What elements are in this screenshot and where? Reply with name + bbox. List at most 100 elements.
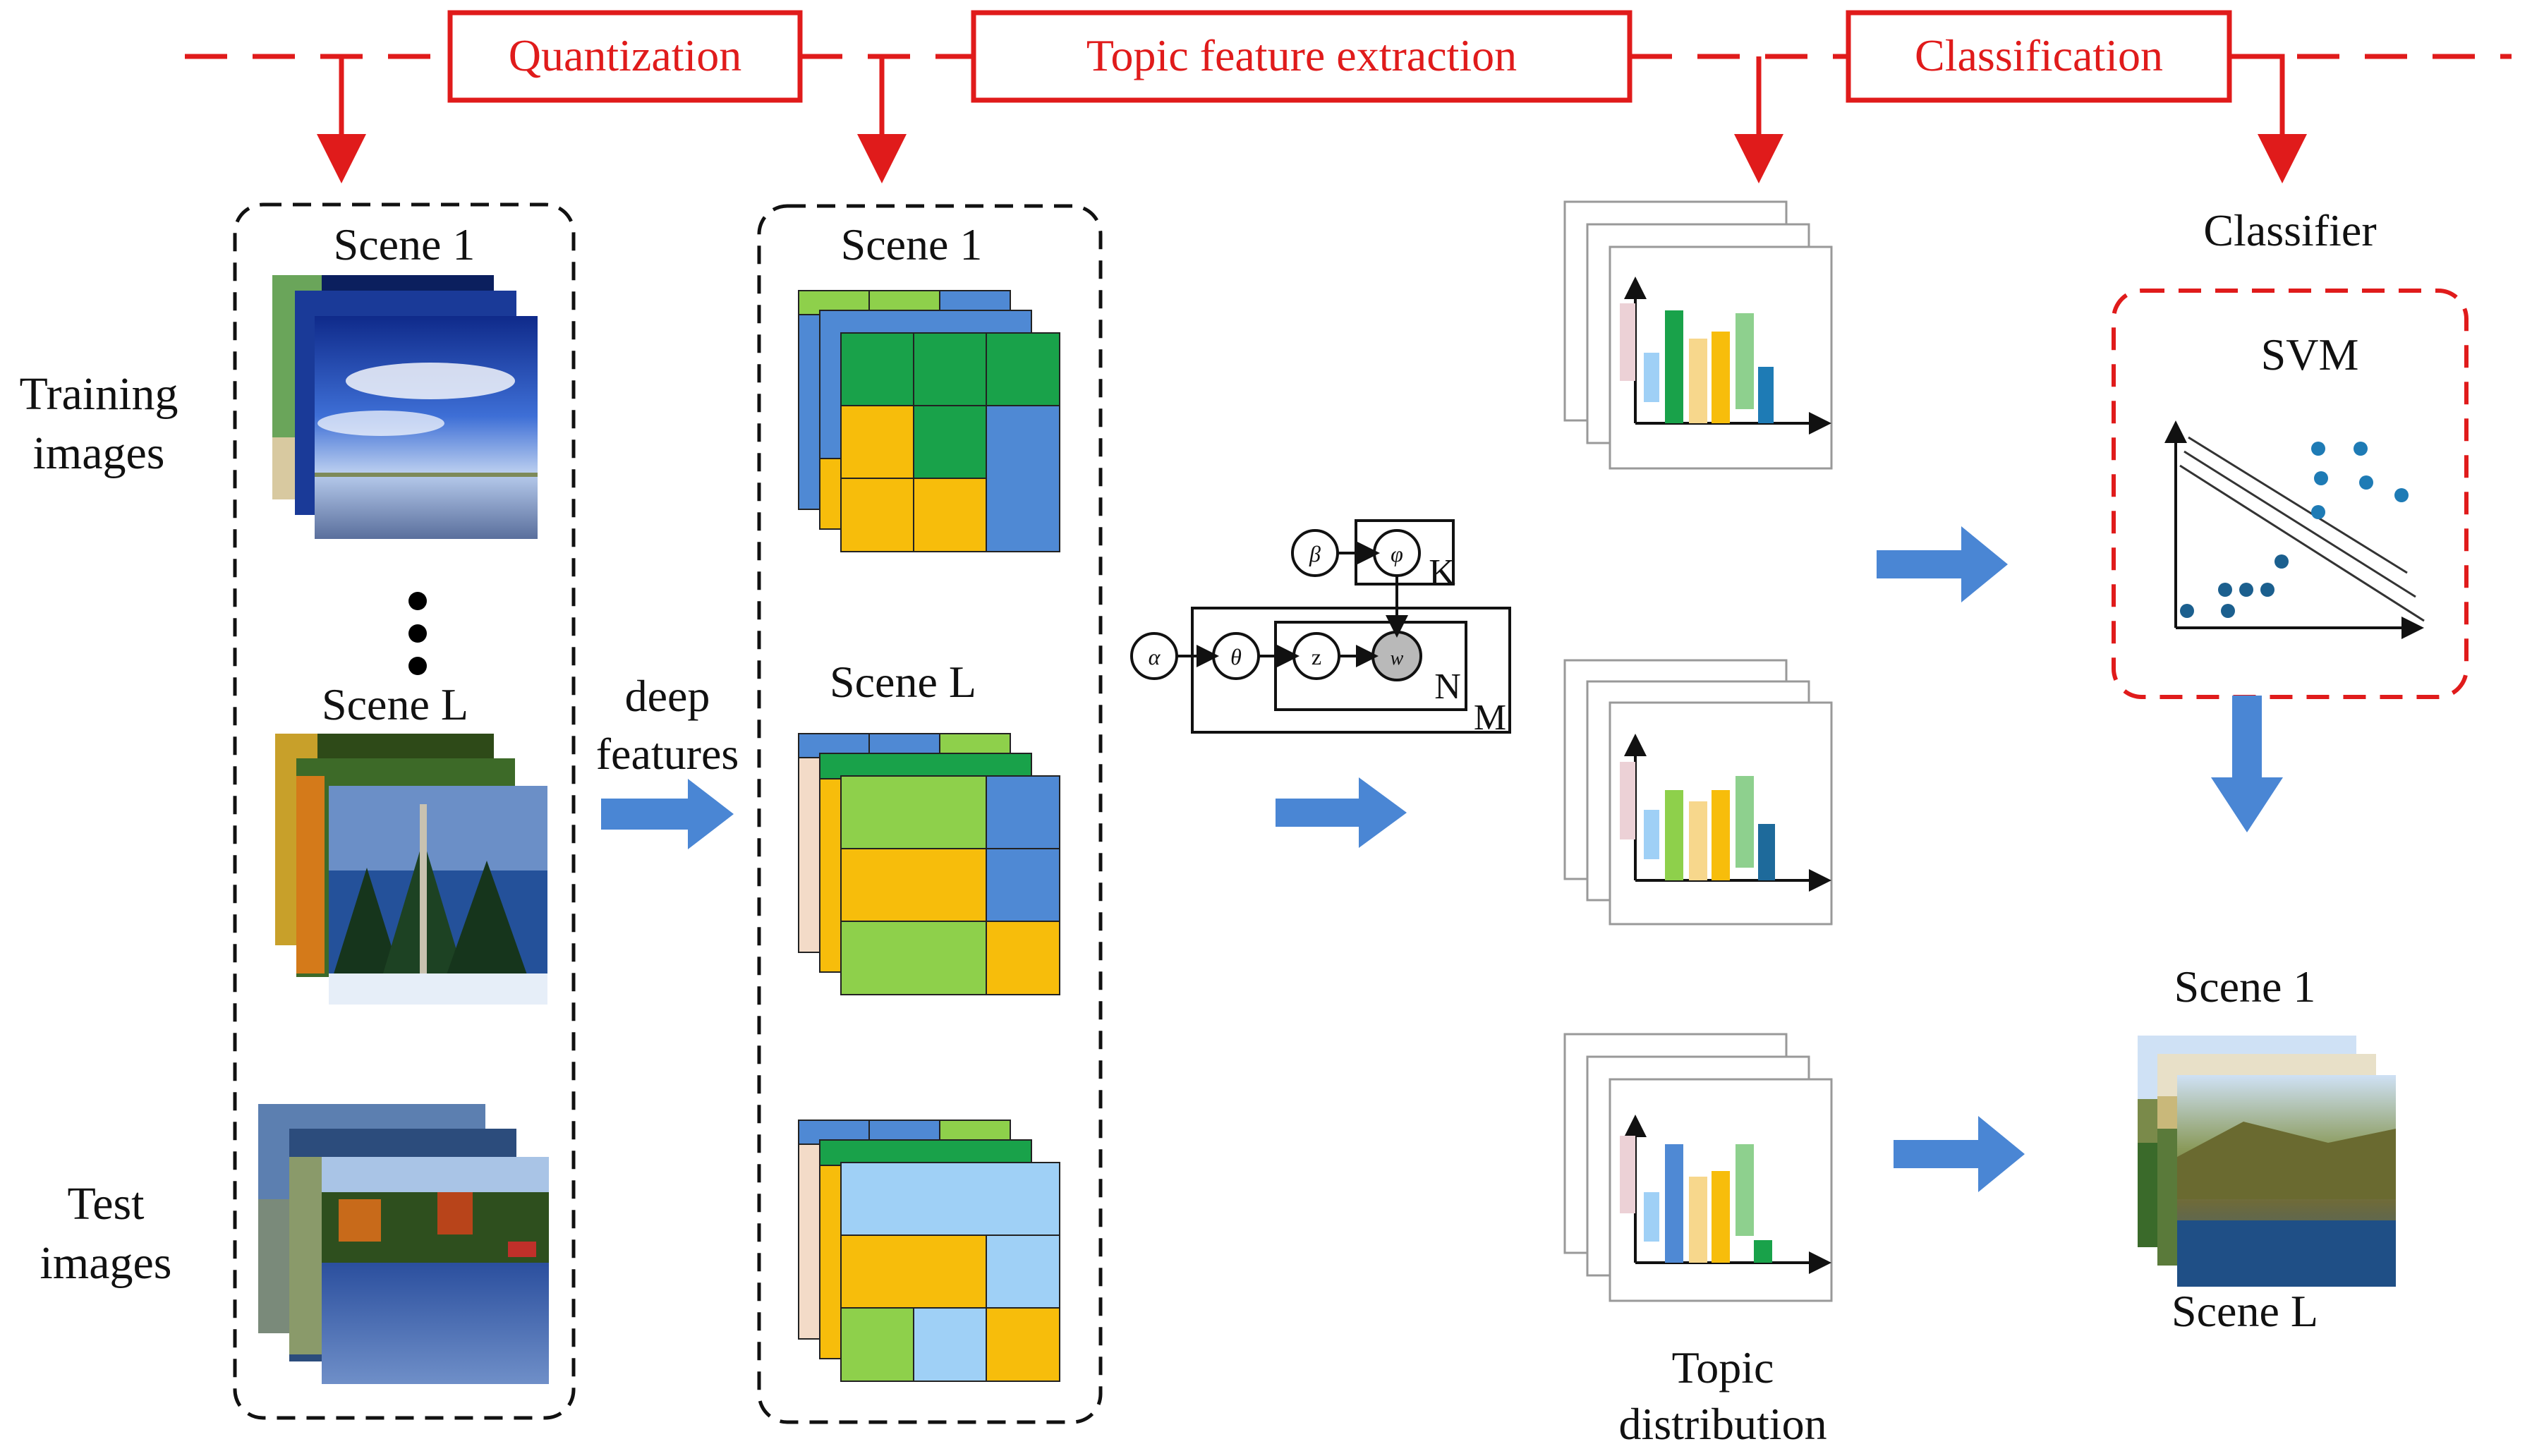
topic-bar: [1758, 367, 1774, 423]
svm-point: [2218, 583, 2232, 597]
margin-line: [2188, 436, 2408, 574]
grid-cell: [840, 775, 987, 849]
feature-grid-scene-1: [798, 290, 1060, 552]
training-label-line1: Training: [20, 368, 178, 420]
svm-point: [2274, 554, 2289, 569]
quantization-label: Quantization: [509, 30, 742, 80]
topic-bar: [1665, 790, 1683, 880]
topic-bar: [1689, 339, 1707, 423]
photo-horizon: [315, 473, 538, 477]
grid-cell: [986, 1234, 1060, 1309]
blue-arrow-right: [1276, 777, 1407, 848]
plate-k-label: K: [1429, 552, 1455, 593]
blue-arrow-right: [1894, 1116, 2025, 1192]
output-image-stack: [2138, 1036, 2396, 1287]
topic-bar: [1754, 1240, 1772, 1263]
grid-cell: [913, 332, 987, 406]
grid-back-cell: [798, 314, 820, 510]
topic-bar: [1689, 1177, 1707, 1263]
ellipsis-dot: [408, 592, 427, 610]
classification-box: [1846, 10, 2232, 103]
grid-cell: [840, 1234, 987, 1309]
feature-scene-1-label: Scene 1: [841, 219, 983, 269]
photo-tree: [444, 861, 529, 981]
output-scene-l-label: Scene L: [2171, 1286, 2318, 1336]
svm-label: SVM: [2261, 329, 2359, 380]
training-label-line2: images: [33, 427, 165, 479]
test-label-line1: Test: [67, 1178, 144, 1230]
topic-chart-3: [1563, 1033, 1833, 1302]
grid-cell: [986, 1307, 1060, 1382]
svm-point: [2354, 442, 2368, 456]
grid-middle-cell: [819, 753, 1032, 779]
grid-cell: [986, 332, 1060, 406]
topic-bar: [1712, 790, 1730, 880]
scene-l-image-stack: [275, 734, 547, 1005]
decision-boundary: [2183, 450, 2416, 598]
svm-point: [2260, 583, 2274, 597]
topic-bar: [1736, 776, 1754, 868]
lda-labels: α θ z w β φ K N M: [1149, 541, 1507, 738]
grid-cell: [986, 848, 1060, 922]
topic-bar: [1736, 313, 1754, 409]
deep-features-line2: features: [596, 729, 739, 779]
topic-chart-1: [1563, 200, 1833, 470]
svm-points-class-b: [2180, 554, 2289, 618]
grid-cell: [986, 405, 1060, 552]
grid-cell: [913, 478, 987, 552]
grid-middle-cell: [819, 1139, 1032, 1166]
image-scene-l-label: Scene L: [322, 679, 468, 729]
ellipsis-dot: [408, 657, 427, 675]
ghost-bar: [1620, 1136, 1635, 1213]
photo-water: [322, 1263, 549, 1384]
quantization-box: [447, 10, 803, 103]
z-symbol: z: [1312, 644, 1321, 669]
topic-label-line2: distribution: [1618, 1399, 1827, 1449]
grid-cell: [840, 848, 987, 922]
ghost-bar: [1620, 762, 1635, 839]
feature-grid-test: [798, 1120, 1060, 1382]
feature-grid-scene-l: [798, 733, 1060, 995]
topic-bar: [1758, 824, 1775, 880]
alpha-symbol: α: [1149, 644, 1161, 669]
grid-cell: [986, 775, 1060, 849]
blue-arrow-down: [2211, 696, 2283, 832]
svm-point: [2359, 475, 2373, 490]
plate-n-label: N: [1434, 667, 1461, 707]
topic-bar: [1712, 332, 1730, 423]
svm-points-class-a: [2311, 442, 2409, 519]
topic-extraction-box: [971, 10, 1633, 103]
feature-dashed-box: [757, 204, 1103, 1424]
svm-box: SVM: [2112, 289, 2469, 699]
svm-point: [2311, 505, 2325, 519]
feature-column: Scene 1 Scene L: [757, 204, 1103, 1424]
topic-bar: [1736, 1144, 1754, 1236]
topic-bar: [1712, 1171, 1730, 1263]
svm-point: [2311, 442, 2325, 456]
feature-scene-l-label: Scene L: [830, 657, 976, 707]
plate-n: [1274, 621, 1467, 711]
lda-plate-model: [1130, 519, 1511, 734]
grid-cell: [840, 332, 914, 406]
deep-features-line1: deep: [625, 671, 710, 721]
image-dashed-box: [233, 202, 576, 1420]
test-image-stack: [258, 1104, 549, 1384]
photo-snow: [329, 973, 547, 1005]
grid-middle-cell: [819, 458, 842, 530]
photo-autumn: [339, 1199, 381, 1242]
svm-dashed-box: [2112, 289, 2469, 699]
phi-symbol: φ: [1391, 541, 1403, 566]
topic-chart-2: [1563, 659, 1833, 926]
blue-arrow-right: [601, 779, 734, 849]
classifier-label: Classifier: [2203, 205, 2376, 255]
plate-m: [1191, 607, 1511, 734]
theta-symbol: θ: [1230, 644, 1242, 669]
photo-river: [2177, 1220, 2396, 1287]
image-column: Training images Test images Scene 1 Scen…: [20, 202, 576, 1420]
grid-cell: [986, 921, 1060, 995]
photo-autumn-strip: [296, 776, 325, 973]
svm-point: [2221, 604, 2235, 618]
svm-point: [2394, 488, 2409, 502]
svm-point: [2180, 604, 2194, 618]
